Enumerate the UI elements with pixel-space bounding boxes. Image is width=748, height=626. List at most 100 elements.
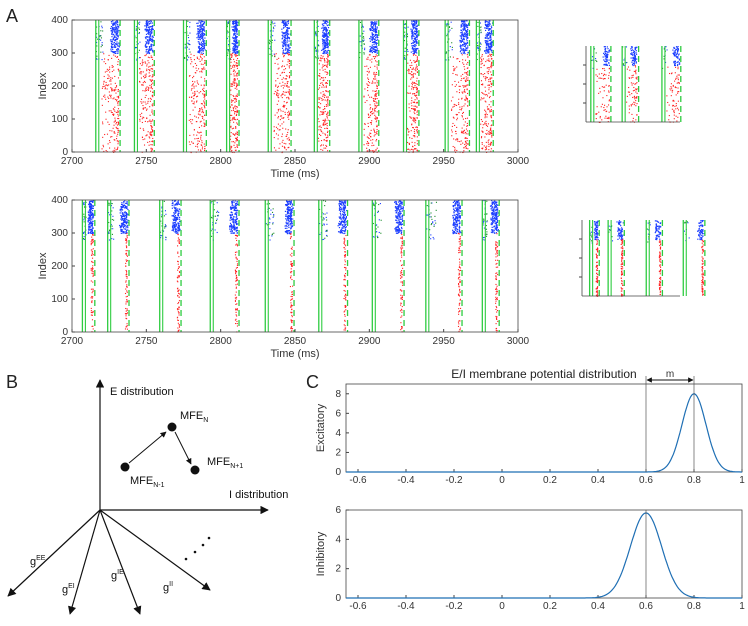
spike-inhibitory (463, 42, 465, 44)
spike-excitatory (125, 253, 127, 255)
spike-inhibitory (326, 50, 328, 53)
spike-excitatory (490, 106, 492, 108)
spike-excitatory (413, 60, 415, 62)
spike-inhibitory (411, 29, 413, 31)
spike-inhibitory (200, 41, 203, 43)
spike-excitatory (201, 111, 203, 113)
spike-inhibitory (487, 51, 489, 53)
spike-excitatory (230, 54, 232, 56)
spike-inhibitory (411, 37, 413, 39)
spike-inhibitory (145, 26, 148, 28)
spike-excitatory (108, 110, 110, 112)
spike-excitatory (231, 128, 233, 130)
spike-excitatory (288, 54, 290, 56)
spike-inhibitory (126, 207, 128, 210)
spike-inhibitory (488, 33, 490, 35)
spike-excitatory (148, 136, 150, 138)
spike-excitatory (467, 77, 469, 79)
spike-excitatory (414, 109, 417, 111)
spike-excitatory (177, 251, 179, 253)
spike-excitatory (376, 102, 378, 104)
spike-inhibitory (230, 228, 233, 230)
spike-excitatory (113, 54, 115, 56)
spike-inhibitory (412, 42, 414, 44)
spike-inhibitory (465, 23, 467, 26)
spike-excitatory (484, 149, 486, 151)
spike-excitatory (277, 117, 279, 119)
spike-excitatory (232, 133, 234, 135)
spike-excitatory (451, 135, 453, 137)
spike-excitatory (374, 134, 376, 136)
spike-inhibitory (236, 29, 238, 31)
spike-inhibitory (123, 204, 125, 206)
spike-inhibitory (203, 33, 205, 35)
spike-excitatory (280, 95, 282, 97)
spike-excitatory (126, 284, 128, 286)
spike-inhibitory (120, 215, 123, 217)
spike-inhibitory (285, 221, 287, 223)
x-axis-label: Time (ms) (270, 168, 319, 180)
spike-excitatory (288, 143, 290, 145)
spike-early (160, 220, 162, 222)
spike-excitatory (480, 137, 483, 139)
spike-excitatory (463, 129, 465, 131)
spike-excitatory (481, 62, 483, 64)
spike-excitatory (125, 281, 127, 283)
spike-inhibitory (232, 219, 234, 221)
spike-excitatory (366, 58, 368, 60)
spike-excitatory (325, 123, 327, 125)
spike-excitatory (200, 91, 202, 93)
spike-inhibitory (282, 45, 284, 47)
spike-inhibitory (412, 42, 415, 44)
spike-excitatory (281, 151, 283, 154)
spike-inhibitory (487, 45, 490, 47)
spike-inhibitory (372, 28, 374, 30)
spike-inhibitory (324, 39, 326, 41)
spike-inhibitory (120, 208, 122, 211)
spike-excitatory (145, 87, 147, 89)
spike-inhibitory (123, 224, 126, 226)
spike-excitatory (281, 141, 283, 143)
spike-inhibitory (286, 200, 288, 202)
spike-inhibitory (122, 226, 125, 229)
spike-excitatory (200, 76, 202, 78)
spike-inhibitory (125, 202, 127, 204)
spike-excitatory (193, 103, 195, 105)
spike-inhibitory (236, 227, 238, 229)
spike-inhibitory (286, 34, 288, 36)
spike-excitatory (178, 301, 180, 303)
spike-excitatory (324, 68, 326, 70)
spike-excitatory (177, 245, 179, 247)
spike-inhibitory (151, 31, 153, 33)
spike-inhibitory (463, 20, 465, 22)
spike-early (362, 36, 365, 38)
spike-excitatory (126, 259, 128, 262)
spike-excitatory (465, 98, 467, 100)
spike-early (164, 224, 166, 226)
spike-inhibitory (127, 227, 129, 229)
spike-inhibitory (322, 40, 324, 42)
spike-excitatory (202, 116, 204, 118)
spike-inhibitory (414, 48, 416, 50)
spike-excitatory (284, 111, 286, 113)
spike-inhibitory (371, 37, 374, 39)
spike-excitatory (151, 76, 153, 78)
spike-excitatory (318, 98, 320, 100)
spike-excitatory (114, 110, 116, 112)
spike-excitatory (489, 77, 491, 79)
spike-excitatory (487, 123, 489, 125)
spike-inhibitory (148, 33, 150, 35)
spike-inhibitory (234, 41, 237, 43)
spike-early (227, 21, 229, 23)
spike-excitatory (196, 134, 198, 136)
spike-excitatory (107, 143, 109, 145)
spike-excitatory (480, 99, 482, 101)
spike-excitatory (106, 68, 108, 70)
spike-inhibitory (235, 20, 237, 22)
spike-excitatory (196, 56, 198, 58)
spike-excitatory (412, 67, 414, 69)
spike-inhibitory (172, 219, 175, 221)
spike-excitatory (463, 132, 465, 134)
spike-excitatory (189, 75, 191, 77)
spike-inhibitory (177, 226, 180, 228)
